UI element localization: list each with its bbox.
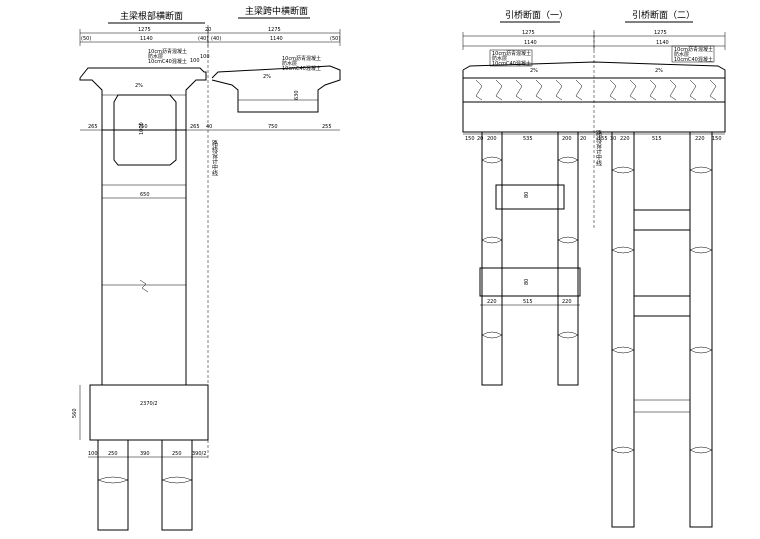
svg-text:100: 100 <box>190 58 200 64</box>
svg-text:30: 30 <box>610 136 616 142</box>
svg-text:155: 155 <box>598 136 608 142</box>
main-piles: 100 250 390 250 390/2 <box>88 439 208 531</box>
svg-text:引桥断面（一）: 引桥断面（一） <box>505 9 568 21</box>
svg-text:1000: 1000 <box>139 122 145 135</box>
svg-text:1140: 1140 <box>140 36 153 42</box>
svg-text:10cmC40混凝土: 10cmC40混凝土 <box>492 60 531 67</box>
main-top-dims: 1275 1275 1140 1140 (50) (40) (40) (50) … <box>79 27 340 46</box>
svg-text:10cmC40混凝土: 10cmC40混凝土 <box>148 58 187 65</box>
svg-text:10cmC40混凝土: 10cmC40混凝土 <box>674 56 713 63</box>
svg-text:1275: 1275 <box>654 30 667 36</box>
svg-text:防水层: 防水层 <box>282 60 297 67</box>
svg-text:(50): (50) <box>330 36 340 42</box>
svg-text:750: 750 <box>138 124 148 130</box>
svg-text:2370/2: 2370/2 <box>140 401 158 407</box>
svg-text:20: 20 <box>477 136 483 142</box>
svg-text:防水层: 防水层 <box>492 55 507 62</box>
svg-text:引桥断面（二）: 引桥断面（二） <box>632 9 695 21</box>
svg-text:1275: 1275 <box>138 27 151 33</box>
svg-text:220: 220 <box>562 299 572 305</box>
svg-text:10cm沥青混凝土: 10cm沥青混凝土 <box>148 48 187 55</box>
approach-1-columns: 80 80 220 515 220 <box>479 131 581 386</box>
svg-text:150: 150 <box>465 136 475 142</box>
title-approach-2: 引桥断面（二） <box>625 9 695 23</box>
svg-text:主梁根部横断面: 主梁根部横断面 <box>120 10 183 22</box>
svg-text:防水层: 防水层 <box>148 53 163 60</box>
svg-text:20: 20 <box>580 136 586 142</box>
svg-text:100: 100 <box>200 54 210 60</box>
title-main-mid: 主梁跨中横断面 <box>238 5 310 19</box>
approach-2-columns <box>611 131 713 528</box>
svg-text:630: 630 <box>294 90 300 100</box>
svg-text:200: 200 <box>562 136 572 142</box>
main-centerline: 路线设计中线 <box>207 25 218 460</box>
svg-text:390/2: 390/2 <box>192 451 206 457</box>
svg-text:(40): (40) <box>198 36 208 42</box>
svg-text:10cmC40混凝土: 10cmC40混凝土 <box>282 65 321 72</box>
svg-text:1140: 1140 <box>270 36 283 42</box>
approach-centerline: 路线设计中线 <box>593 30 602 230</box>
svg-text:250: 250 <box>108 451 118 457</box>
svg-text:40: 40 <box>206 124 212 130</box>
main-root-section: 2% 100 100 1000 10cm沥青混凝土 防水层 10cmC40混凝土 <box>79 48 210 166</box>
main-bottom-dims: 265 750 265 40 750 255 <box>80 124 340 131</box>
svg-text:390: 390 <box>140 451 150 457</box>
svg-text:10cm沥青混凝土: 10cm沥青混凝土 <box>674 46 713 53</box>
svg-text:10cm沥青混凝土: 10cm沥青混凝土 <box>282 55 321 62</box>
svg-text:路线设计中线: 路线设计中线 <box>595 129 602 166</box>
main-pier: 650 <box>101 130 187 385</box>
svg-text:265: 265 <box>88 124 98 130</box>
svg-text:255: 255 <box>322 124 332 130</box>
svg-text:220: 220 <box>695 136 705 142</box>
svg-text:(50): (50) <box>81 36 91 42</box>
svg-text:2%: 2% <box>135 83 143 89</box>
svg-text:主梁跨中横断面: 主梁跨中横断面 <box>245 5 308 17</box>
svg-text:2%: 2% <box>263 74 271 80</box>
svg-text:100: 100 <box>88 451 98 457</box>
svg-text:10cm沥青混凝土: 10cm沥青混凝土 <box>492 50 531 57</box>
title-main-root: 主梁根部横断面 <box>108 10 205 24</box>
svg-text:200: 200 <box>487 136 497 142</box>
svg-text:1140: 1140 <box>656 40 669 46</box>
svg-text:路线设计中线: 路线设计中线 <box>211 139 218 176</box>
main-pile-cap: 2370/2 560 <box>72 384 209 441</box>
approach-deck: 2% 2% 10cm沥青混凝土 防水层 10cmC40混凝土 10cm沥青混凝土… <box>462 45 726 103</box>
svg-text:1275: 1275 <box>522 30 535 36</box>
svg-text:(40): (40) <box>211 36 221 42</box>
svg-text:2%: 2% <box>530 68 538 74</box>
svg-text:535: 535 <box>523 136 533 142</box>
svg-text:250: 250 <box>172 451 182 457</box>
svg-text:80: 80 <box>524 279 530 285</box>
svg-text:515: 515 <box>523 299 533 305</box>
svg-text:750: 750 <box>268 124 278 130</box>
svg-text:1275: 1275 <box>268 27 281 33</box>
svg-text:150: 150 <box>712 136 722 142</box>
svg-text:560: 560 <box>72 408 78 418</box>
svg-text:515: 515 <box>652 136 662 142</box>
svg-text:220: 220 <box>620 136 630 142</box>
title-approach-1: 引桥断面（一） <box>500 9 568 23</box>
svg-text:650: 650 <box>140 192 150 198</box>
svg-text:265: 265 <box>190 124 200 130</box>
main-mid-section: 2% 630 10cm沥青混凝土 防水层 10cmC40混凝土 <box>211 55 341 113</box>
svg-text:1140: 1140 <box>524 40 537 46</box>
svg-text:防水层: 防水层 <box>674 51 689 58</box>
svg-text:220: 220 <box>487 299 497 305</box>
svg-text:80: 80 <box>524 192 530 198</box>
svg-text:2%: 2% <box>655 68 663 74</box>
